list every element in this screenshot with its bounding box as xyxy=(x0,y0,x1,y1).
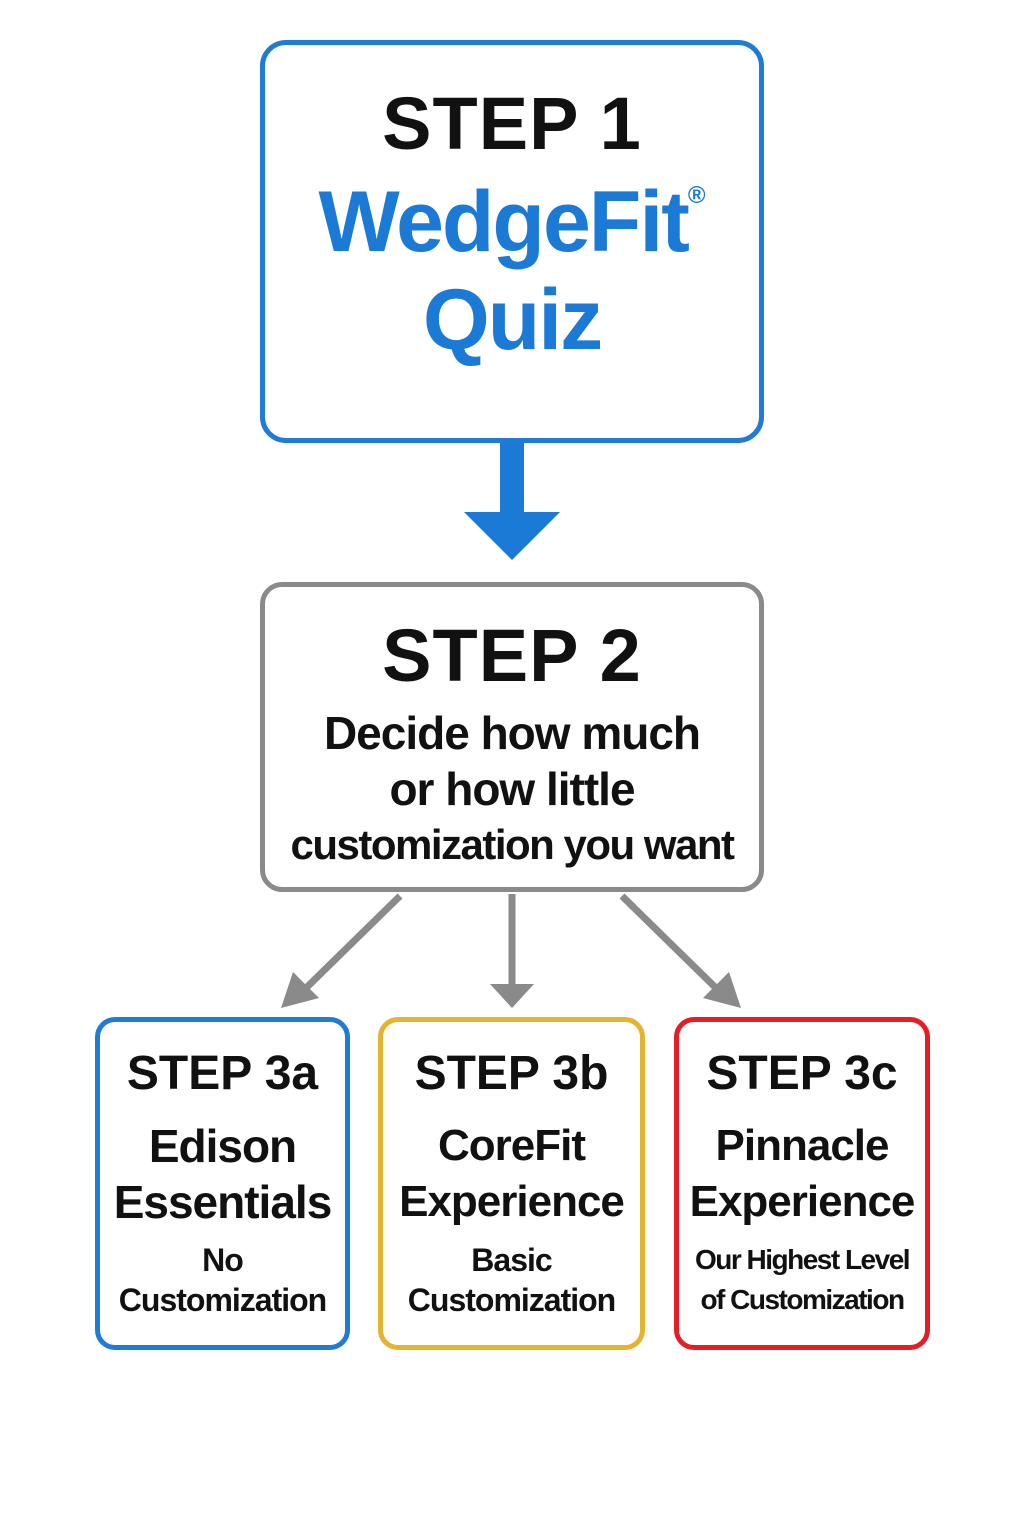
step2-description: Decide how much or how little customizat… xyxy=(290,705,735,873)
step3a-label: STEP 3a xyxy=(126,1047,319,1100)
arrow-step2-to-step3c xyxy=(619,893,741,1008)
arrow-step2-to-step3a xyxy=(281,893,403,1008)
program-name-line: Pinnacle xyxy=(715,1121,890,1170)
step3c-program-name: Pinnacle Experience xyxy=(689,1118,916,1230)
step2-box: STEP 2 Decide how much or how little cus… xyxy=(260,582,764,892)
program-name-line: Experience xyxy=(689,1177,916,1226)
step1-label: STEP 1 xyxy=(382,82,642,165)
program-name-line: Experience xyxy=(399,1177,625,1226)
step2-desc-line: customization you want xyxy=(290,821,735,868)
step3b-label: STEP 3b xyxy=(414,1047,609,1100)
registered-mark: ® xyxy=(687,182,706,209)
program-name-line: Essentials xyxy=(113,1176,333,1228)
arrow-step2-to-step3b xyxy=(490,894,534,1008)
step3b-box: STEP 3b CoreFit Experience Basic Customi… xyxy=(378,1017,645,1350)
quiz-word: Quiz xyxy=(422,272,603,368)
program-desc-line: Our Highest Level xyxy=(694,1244,911,1275)
program-desc-line: Customization xyxy=(118,1282,327,1318)
step2-desc-line: Decide how much xyxy=(323,707,701,759)
step3b-program-name: CoreFit Experience xyxy=(399,1118,625,1230)
program-desc-line: Customization xyxy=(407,1282,616,1318)
step2-label: STEP 2 xyxy=(382,614,642,697)
program-name-line: Edison xyxy=(148,1120,297,1172)
step3c-program-description: Our Highest Level of Customization xyxy=(694,1240,911,1320)
program-name-line: CoreFit xyxy=(438,1121,586,1170)
program-desc-line: Basic xyxy=(471,1242,552,1278)
step3b-program-description: Basic Customization xyxy=(407,1240,616,1320)
step1-box: STEP 1 WedgeFit® Quiz xyxy=(260,40,764,443)
step3c-box: STEP 3c Pinnacle Experience Our Highest … xyxy=(674,1017,930,1350)
step3c-label: STEP 3c xyxy=(706,1047,898,1100)
program-desc-line: of Customization xyxy=(700,1284,905,1315)
step3a-box: STEP 3a Edison Essentials No Customizati… xyxy=(95,1017,350,1350)
brand-name: WedgeFit xyxy=(318,174,689,270)
step2-desc-line: or how little xyxy=(389,763,635,815)
arrow-step1-to-step2 xyxy=(464,443,560,560)
step3a-program-name: Edison Essentials xyxy=(113,1118,333,1230)
step3a-program-description: No Customization xyxy=(118,1240,327,1320)
brand-line: WedgeFit® xyxy=(318,173,705,271)
wedgefit-quiz-title: WedgeFit® Quiz xyxy=(318,173,705,369)
program-desc-line: No xyxy=(202,1242,244,1278)
